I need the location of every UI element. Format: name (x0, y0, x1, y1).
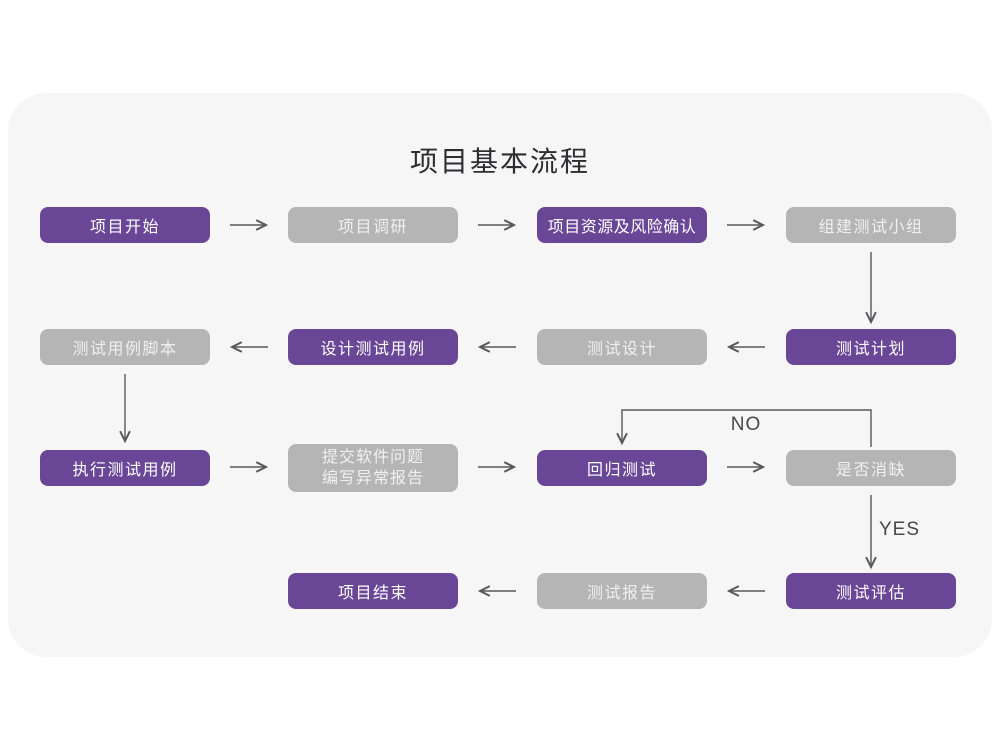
node-resource-risk-confirm: 项目资源及风险确认 (537, 207, 707, 243)
edge-label-yes: YES (879, 519, 921, 540)
node-test-evaluate: 测试评估 (786, 573, 956, 609)
node-design-test-case: 设计测试用例 (288, 329, 458, 365)
node-defect-cleared: 是否消缺 (786, 450, 956, 486)
node-project-end: 项目结束 (288, 573, 458, 609)
node-test-plan: 测试计划 (786, 329, 956, 365)
node-submit-issue-report-line2: 编写异常报告 (321, 470, 424, 487)
node-project-start: 项目开始 (40, 207, 210, 243)
node-test-design: 测试设计 (537, 329, 707, 365)
node-project-research: 项目调研 (288, 207, 458, 243)
flowchart-card (8, 93, 992, 657)
edge-label-no: NO (730, 414, 762, 435)
node-submit-issue-report: 提交软件问题 编写异常报告 (288, 444, 458, 492)
node-submit-issue-report-line1: 提交软件问题 (321, 449, 424, 466)
node-test-report: 测试报告 (537, 573, 707, 609)
page-title: 项目基本流程 (409, 146, 590, 177)
node-test-case-script: 测试用例脚本 (40, 329, 210, 365)
node-regression-test: 回归测试 (537, 450, 707, 486)
node-execute-test-case: 执行测试用例 (40, 450, 210, 486)
node-build-test-team: 组建测试小组 (786, 207, 956, 243)
